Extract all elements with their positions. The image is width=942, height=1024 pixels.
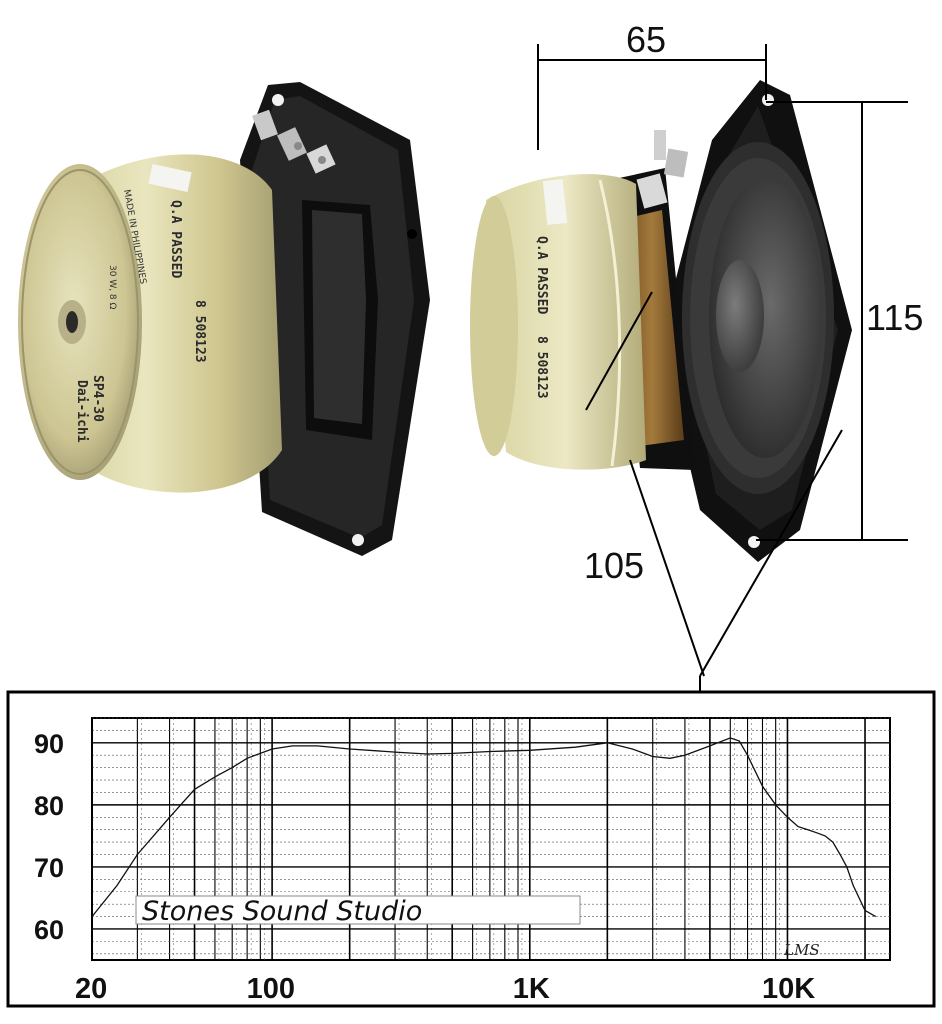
speaker-right-cone	[709, 178, 821, 458]
speaker-right-qc: Q.A PASSED	[534, 236, 549, 314]
x-tick-label: 10K	[762, 973, 815, 1005]
speaker-left-model: SP4-30	[90, 375, 105, 422]
speaker-left-serial: 8 508123	[192, 300, 207, 363]
response-curve	[91, 737, 877, 918]
speaker-left-photo: Q.A PASSED 8 508123 30 W, 8 Ω MADE IN PH…	[18, 82, 430, 556]
dim-diameter-leader-right	[699, 429, 843, 677]
dimension-annotations	[537, 44, 908, 694]
x-tick-label: 100	[247, 973, 295, 1005]
y-tick-label: 70	[34, 853, 64, 883]
dim-depth-label: 65	[626, 19, 666, 60]
y-tick-label: 80	[34, 791, 64, 821]
mount-hole	[272, 94, 284, 106]
y-tick-label: 90	[34, 729, 64, 759]
dim-diameter-leader-left	[629, 459, 705, 677]
speaker-left-brand: Dai-ichi	[74, 380, 89, 443]
watermark-box	[135, 895, 581, 925]
y-tick-label: 60	[34, 915, 64, 945]
dim-diameter-ref-left	[585, 291, 653, 411]
y-tick-labels: 90 80 70 60	[34, 729, 64, 945]
speaker-right-photo: Q.A PASSED 8 508123	[470, 80, 852, 562]
mount-hole	[762, 94, 774, 106]
dim-diameter-label: 105	[584, 545, 644, 586]
mount-hole	[407, 229, 417, 239]
speaker-right-magnet	[486, 174, 646, 470]
grid-major	[91, 718, 890, 960]
dim-height-label: 115	[866, 297, 923, 338]
x-tick-labels: 20 100 1K 10K	[75, 973, 815, 1005]
speaker-left-spec: 30 W, 8 Ω	[107, 265, 117, 310]
terminal-tabs	[636, 130, 689, 209]
frequency-response-chart: Stones Sound Studio LMS 90 80 70 60 20 100 1K…	[6, 690, 936, 1008]
speaker-right-dustcap	[716, 260, 764, 372]
mount-hole	[748, 536, 760, 548]
lms-logo: LMS	[783, 941, 820, 959]
x-tick-label: 1K	[513, 973, 550, 1005]
speaker-right-serial: 8 508123	[534, 336, 549, 399]
mount-hole	[352, 534, 364, 546]
terminal-tabs	[252, 109, 336, 174]
x-tick-label: 20	[75, 973, 107, 1005]
watermark-text: Stones Sound Studio	[142, 896, 422, 927]
speaker-left-qc: Q.A PASSED	[168, 200, 183, 278]
